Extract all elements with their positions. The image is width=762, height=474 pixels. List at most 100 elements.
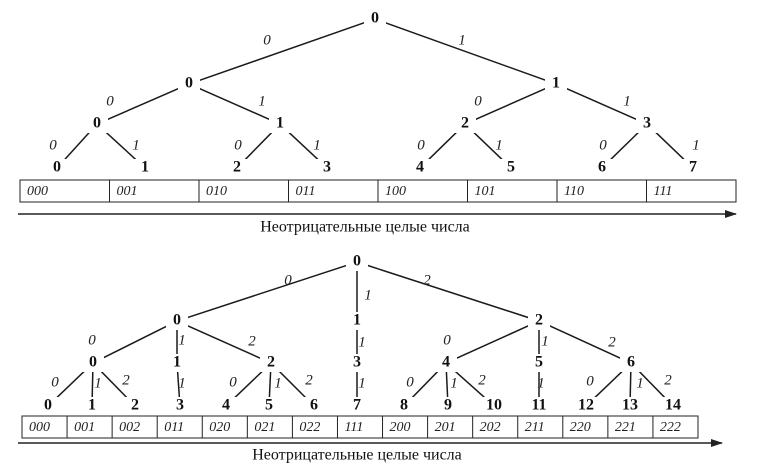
edge-label: 0 <box>443 332 451 348</box>
node-backdrop <box>682 159 704 177</box>
edge-label: 1 <box>450 375 458 391</box>
tree-edge <box>472 86 549 122</box>
edge-label: 2 <box>423 272 431 288</box>
code-cell: 202 <box>480 420 501 435</box>
edge-label: 0 <box>106 93 114 109</box>
tree-edge <box>100 324 170 360</box>
tree-node-label: 0 <box>44 397 52 414</box>
node-backdrop <box>364 10 386 28</box>
edge-label: 1 <box>358 334 366 350</box>
tree-node-label: 0 <box>53 159 61 176</box>
tree-node-label: 13 <box>622 397 638 414</box>
edge-label: 2 <box>664 372 672 388</box>
node-backdrop <box>636 115 658 133</box>
edge-label: 1 <box>623 93 631 109</box>
node-backdrop <box>86 115 108 133</box>
tree-edge <box>276 368 309 401</box>
code-cell: 011 <box>296 184 316 199</box>
node-backdrop <box>124 397 146 415</box>
tree-node-label: 0 <box>371 10 379 27</box>
tree-node-label: 7 <box>689 159 697 176</box>
node-backdrop <box>81 397 103 415</box>
node-backdrop <box>620 354 642 372</box>
edge-label: 0 <box>586 373 594 389</box>
node-backdrop <box>346 354 368 372</box>
tree-node-label: 2 <box>461 115 469 132</box>
tree-node-label: 1 <box>88 397 96 414</box>
tree-edge <box>196 86 273 122</box>
edge-label: 1 <box>692 137 700 153</box>
edge-label: 1 <box>258 93 266 109</box>
tree-edge <box>98 368 130 401</box>
tree-node-label: 1 <box>141 159 149 176</box>
axis-caption: Неотрицательные целые числа <box>252 447 462 464</box>
code-cell: 220 <box>570 420 591 435</box>
code-cell: 000 <box>29 420 50 435</box>
edge-label: 0 <box>234 137 242 153</box>
edge-label: 0 <box>474 93 482 109</box>
tree-edge <box>453 324 532 360</box>
tree-node-label: 12 <box>578 397 594 414</box>
code-cell: 200 <box>390 420 411 435</box>
tree-edge <box>242 129 275 163</box>
edge-label: 1 <box>541 333 549 349</box>
tree-node-label: 11 <box>531 397 546 414</box>
edge-label: 0 <box>229 374 237 390</box>
edge-label: 2 <box>122 372 130 388</box>
tree-node-label: 1 <box>552 75 560 92</box>
tree-node-label: 9 <box>444 397 452 414</box>
tree-node-label: 2 <box>131 397 139 414</box>
node-backdrop <box>303 397 325 415</box>
code-cell: 221 <box>615 420 636 435</box>
edge-label: 1 <box>537 375 545 391</box>
code-cell: 011 <box>164 420 184 435</box>
tree-edge <box>176 371 181 398</box>
tree-node-label: 0 <box>89 354 97 371</box>
node-backdrop <box>393 397 415 415</box>
edge-label: 1 <box>274 375 282 391</box>
tree-edge <box>409 368 441 401</box>
node-backdrop <box>169 397 191 415</box>
edge-label: 1 <box>636 375 644 391</box>
code-table <box>21 415 699 439</box>
edge-label: 1 <box>178 332 186 348</box>
node-backdrop <box>178 75 200 93</box>
tree-edge <box>184 323 264 361</box>
edge-label: 2 <box>478 372 486 388</box>
tree-node-label: 2 <box>535 312 543 329</box>
node-backdrop <box>346 397 368 415</box>
tree-node-label: 1 <box>353 312 361 329</box>
tree-node-label: 4 <box>442 354 450 371</box>
code-cell: 020 <box>209 420 230 435</box>
tree-node-label: 14 <box>665 397 681 414</box>
edge-label: 2 <box>608 334 616 350</box>
tree-edge <box>286 129 321 163</box>
node-backdrop <box>500 159 522 177</box>
code-cell: 000 <box>27 184 48 199</box>
node-backdrop <box>619 397 641 415</box>
node-backdrop <box>346 253 368 271</box>
edge-label: 1 <box>132 137 140 153</box>
code-cell: 211 <box>525 420 545 435</box>
tree-node-label: 0 <box>353 253 361 270</box>
tree-edge <box>425 129 460 163</box>
tree-node-label: 8 <box>400 397 408 414</box>
edge-label: 0 <box>49 137 57 153</box>
edge-label: 0 <box>599 137 607 153</box>
tree-node-label: 6 <box>598 159 606 176</box>
edge-label: 1 <box>313 137 321 153</box>
tree-node-label: 7 <box>353 397 361 414</box>
tree-node-label: 3 <box>323 159 331 176</box>
tree-edge <box>607 129 642 163</box>
code-cell: 001 <box>117 184 138 199</box>
tree-node-label: 2 <box>233 159 241 176</box>
edge-label: 1 <box>458 32 466 48</box>
code-cell: 201 <box>435 420 456 435</box>
tree-edge <box>470 129 506 163</box>
node-backdrop <box>258 397 280 415</box>
tree-edge <box>546 324 624 360</box>
code-cell: 110 <box>564 184 584 199</box>
